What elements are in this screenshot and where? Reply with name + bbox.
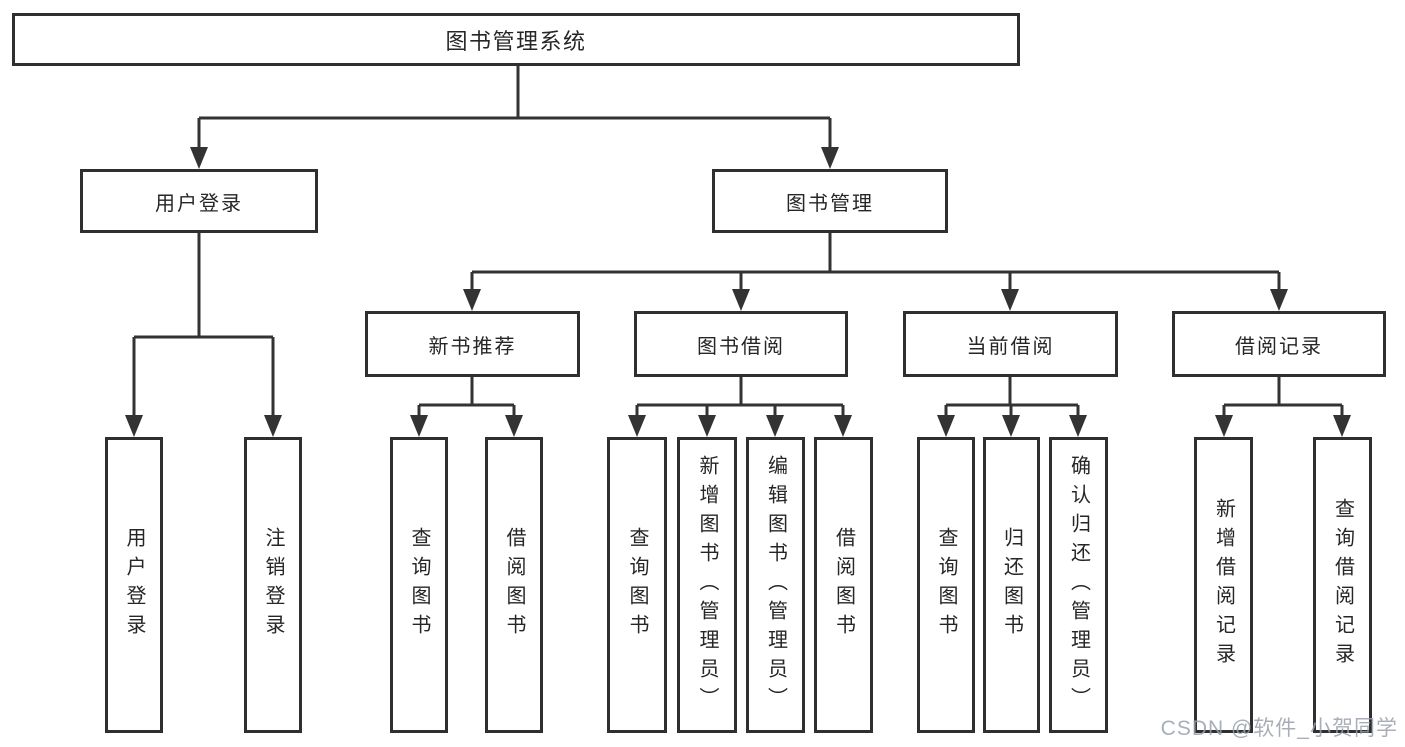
node-label: 借阅图书 bbox=[503, 527, 525, 643]
leaf-borrowing-edit-books-admin: 编辑图书（管理员） bbox=[746, 437, 805, 733]
node-label: 当前借阅 bbox=[966, 335, 1055, 358]
node-label: 注销登录 bbox=[262, 527, 284, 643]
node-label: 新增借阅记录 bbox=[1212, 498, 1235, 672]
node-label: 查询借阅记录 bbox=[1331, 498, 1354, 672]
leaf-user-login: 用户登录 bbox=[105, 437, 163, 733]
node-label: 确认归还（管理员） bbox=[1067, 454, 1090, 716]
leaf-current-query-books: 查询图书 bbox=[917, 437, 975, 733]
node-label: 查询图书 bbox=[626, 527, 648, 643]
node-label: 归还图书 bbox=[1000, 527, 1023, 643]
leaf-logout: 注销登录 bbox=[244, 437, 302, 733]
node-label: 图书管理 bbox=[786, 192, 874, 215]
node-label: 新书推荐 bbox=[428, 335, 517, 358]
node-label: 图书管理系统 bbox=[445, 28, 587, 54]
node-label: 查询图书 bbox=[935, 527, 957, 643]
node-label: 编辑图书（管理员） bbox=[764, 454, 787, 716]
node-new-book-recommendation: 新书推荐 bbox=[365, 311, 580, 377]
leaf-recommend-query-books: 查询图书 bbox=[390, 437, 448, 733]
node-label: 查询图书 bbox=[408, 527, 430, 643]
node-label: 借阅记录 bbox=[1235, 335, 1323, 358]
leaf-records-query-record: 查询借阅记录 bbox=[1313, 437, 1372, 733]
leaf-borrowing-add-books-admin: 新增图书（管理员） bbox=[677, 437, 737, 733]
leaf-records-add-record: 新增借阅记录 bbox=[1194, 437, 1253, 733]
leaf-current-confirm-return-admin: 确认归还（管理员） bbox=[1049, 437, 1108, 733]
node-library-management-system: 图书管理系统 bbox=[12, 13, 1020, 66]
node-label: 用户登录 bbox=[155, 192, 243, 215]
node-user-login: 用户登录 bbox=[80, 169, 318, 233]
leaf-borrowing-query-books: 查询图书 bbox=[607, 437, 667, 733]
node-book-management: 图书管理 bbox=[712, 169, 948, 233]
node-borrowing-records: 借阅记录 bbox=[1172, 311, 1386, 377]
node-label: 新增图书（管理员） bbox=[696, 454, 718, 716]
node-current-borrowing: 当前借阅 bbox=[903, 311, 1118, 377]
node-book-borrowing: 图书借阅 bbox=[634, 311, 848, 377]
node-label: 用户登录 bbox=[123, 527, 145, 643]
node-label: 图书借阅 bbox=[697, 335, 785, 358]
leaf-current-return-books: 归还图书 bbox=[983, 437, 1040, 733]
watermark-csdn: CSDN @软件_小贺同学 bbox=[1160, 717, 1398, 740]
leaf-recommend-borrow-books: 借阅图书 bbox=[485, 437, 543, 733]
node-label: 借阅图书 bbox=[832, 527, 855, 643]
leaf-borrowing-borrow-books: 借阅图书 bbox=[814, 437, 873, 733]
